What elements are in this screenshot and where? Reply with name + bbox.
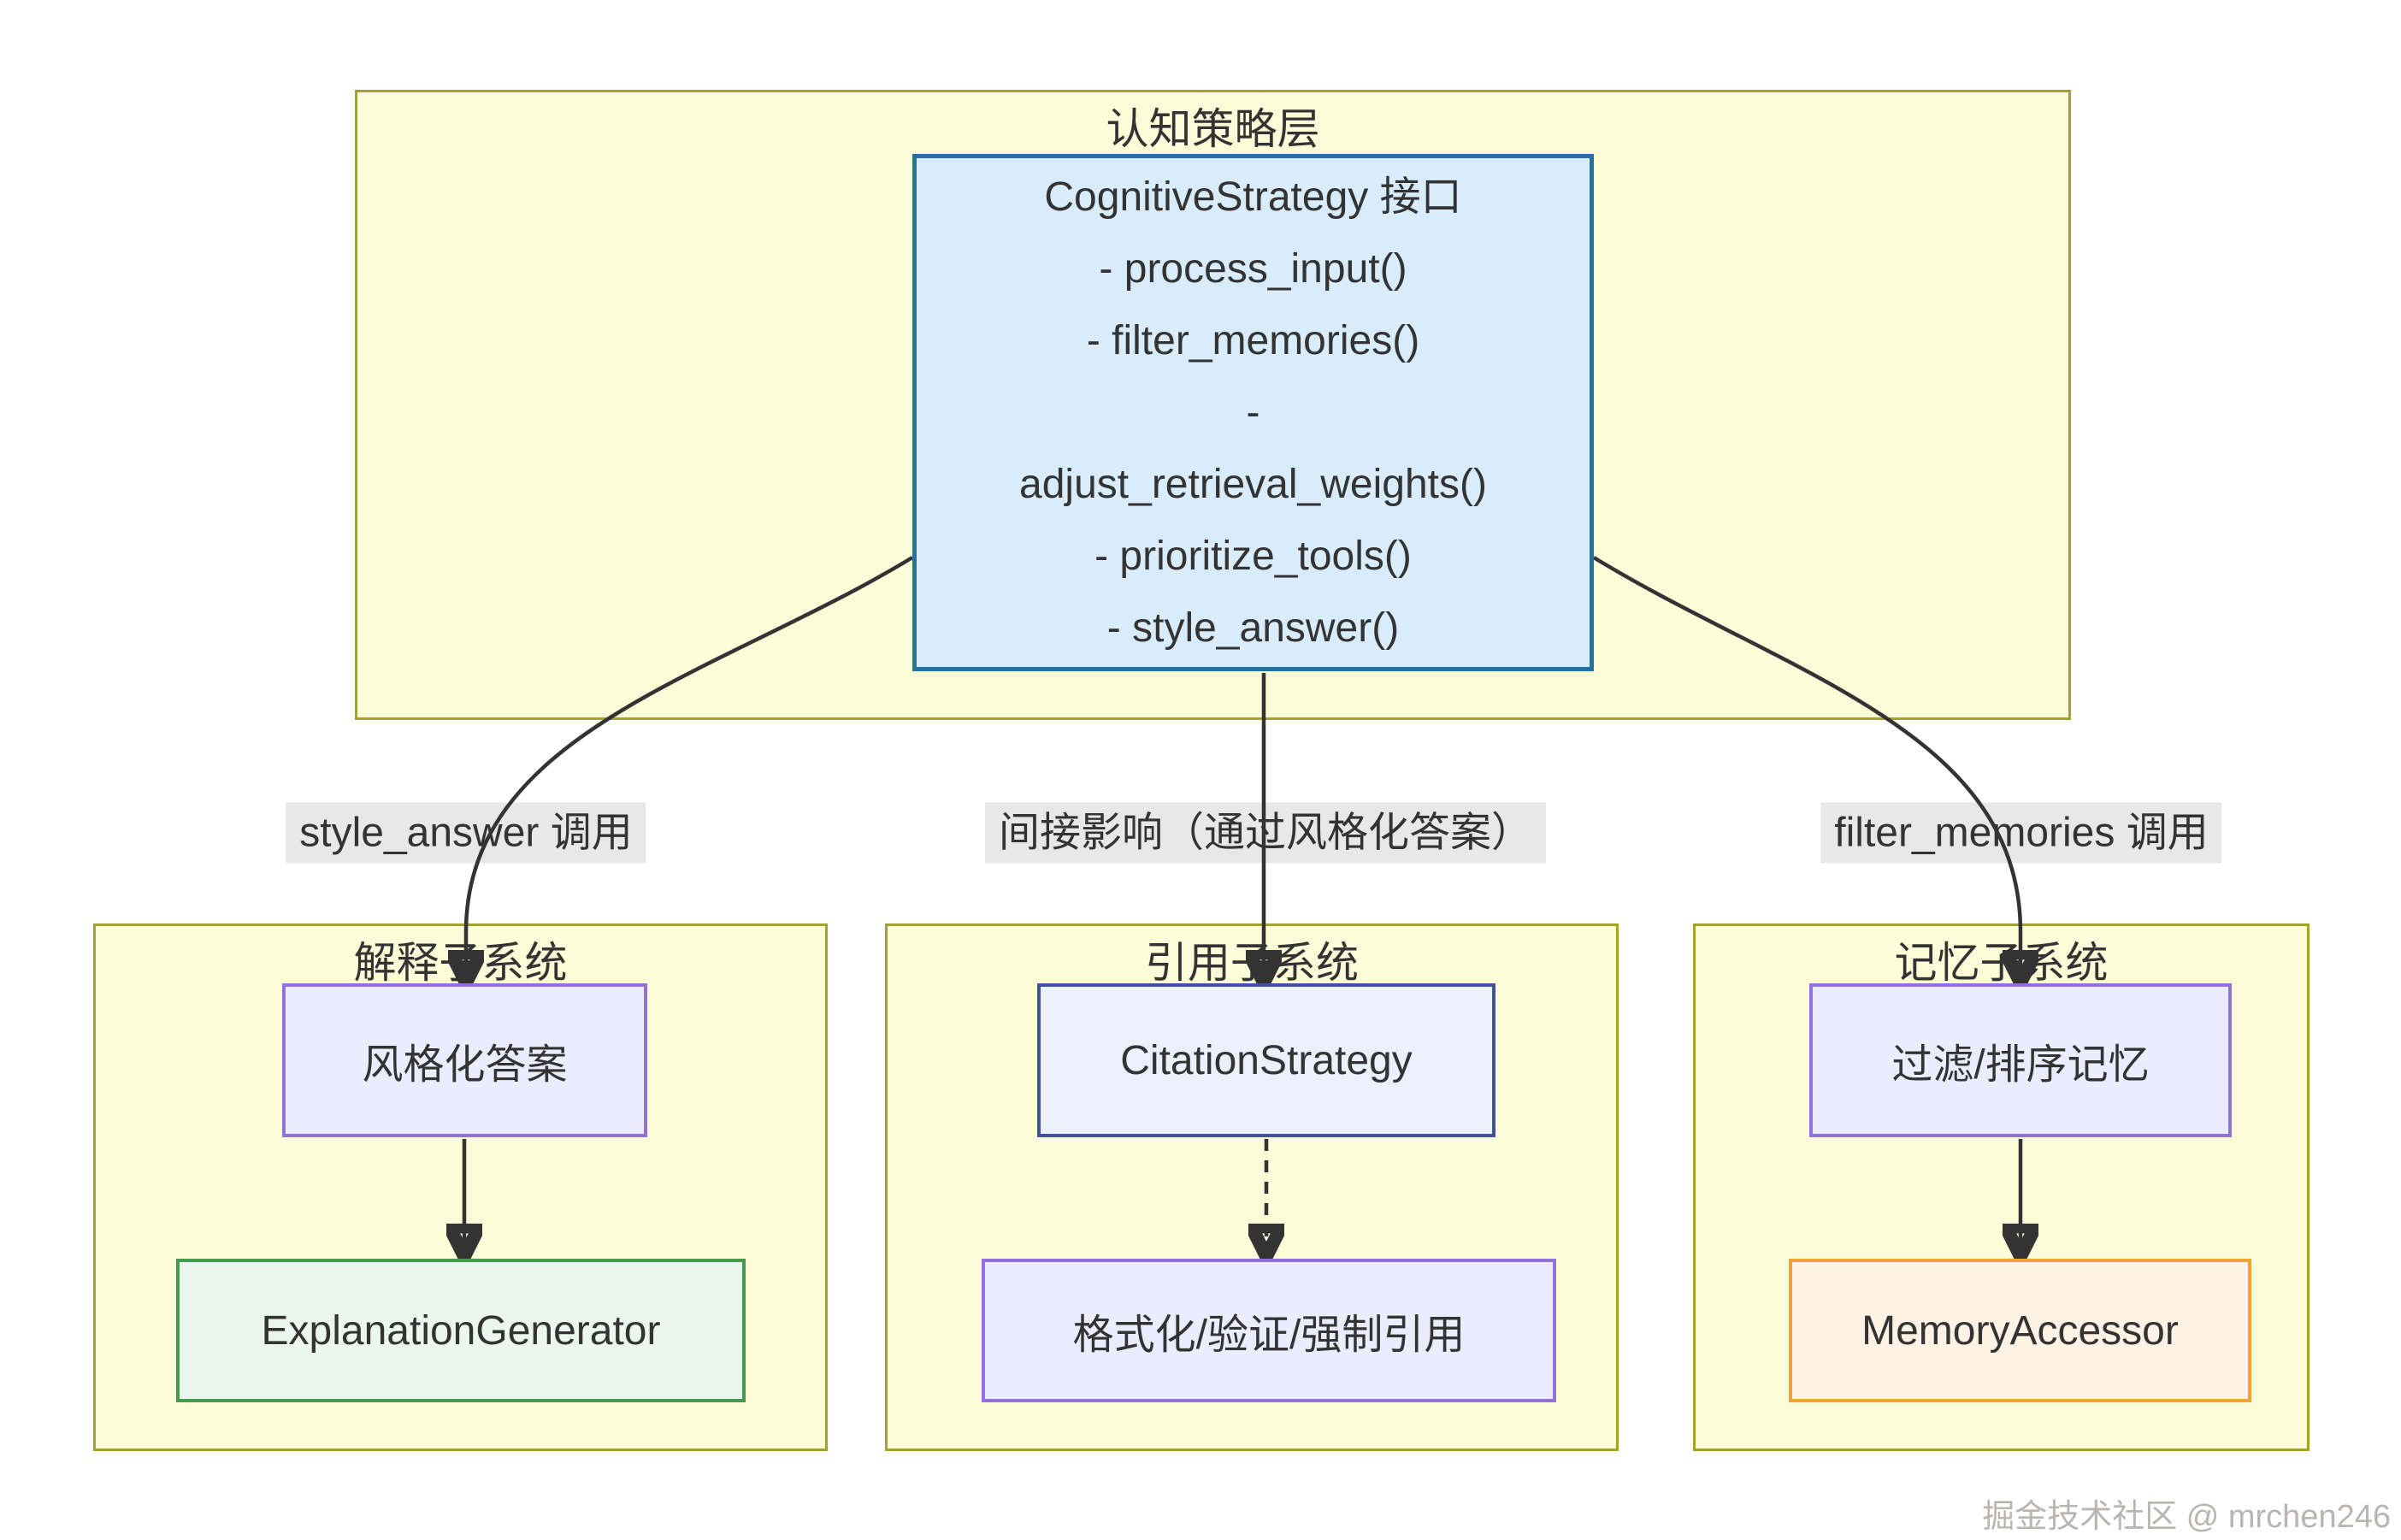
interface-method: - prioritize_tools() xyxy=(1094,533,1412,579)
edge-label-indirect-influence: 间接影响（通过风格化答案） xyxy=(984,802,1547,864)
watermark: 掘金技术社区 @ mrchen246 xyxy=(1982,1499,2391,1535)
node-cognitive-strategy-interface: CognitiveStrategy 接口 - process_input() -… xyxy=(912,154,1594,671)
interface-method: - process_input() xyxy=(1099,245,1407,292)
cluster-title-cognitive-strategy-layer: 认知策略层 xyxy=(1106,105,1320,153)
node-styled-answer: 风格化答案 xyxy=(282,983,647,1137)
edge-label-filter-memories-call: filter_memories 调用 xyxy=(1820,802,2222,864)
node-explanation-generator: ExplanationGenerator xyxy=(176,1259,746,1402)
interface-method: - xyxy=(1246,389,1260,435)
cluster-title-memory-subsystem: 记忆子系统 xyxy=(1894,939,2109,987)
interface-method: - style_answer() xyxy=(1106,605,1400,651)
interface-title: CognitiveStrategy 接口 xyxy=(1044,174,1462,220)
node-memory-accessor: MemoryAccessor xyxy=(1789,1259,2251,1402)
node-filter-sort-memories: 过滤/排序记忆 xyxy=(1809,983,2232,1137)
node-format-validate-enforce-citation: 格式化/验证/强制引用 xyxy=(982,1259,1556,1402)
cluster-title-citation-subsystem: 引用子系统 xyxy=(1145,939,1359,987)
interface-method: - filter_memories() xyxy=(1086,317,1420,363)
interface-method: adjust_retrieval_weights() xyxy=(1019,461,1487,507)
edge-label-style-answer-call: style_answer 调用 xyxy=(286,802,646,864)
cluster-title-explanation-subsystem: 解释子系统 xyxy=(353,939,568,987)
node-citation-strategy: CitationStrategy xyxy=(1037,983,1495,1137)
